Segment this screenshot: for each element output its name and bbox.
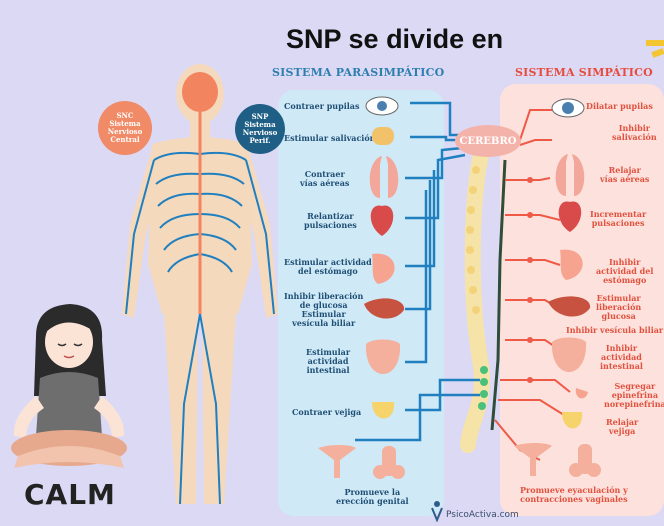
para-function-label: Relantizar pulsaciones xyxy=(304,212,357,230)
eye-icon xyxy=(377,101,387,111)
intestine-icon xyxy=(366,340,400,375)
salivary-gland-icon xyxy=(372,127,394,145)
sym-function-label: Inhibir actividad intestinal xyxy=(600,344,643,371)
heart-icon xyxy=(371,206,394,236)
sym-function-label: Relajar vías aéreas xyxy=(600,166,649,184)
lungs-icon xyxy=(556,154,585,196)
sym-function-label: Incrementar pulsaciones xyxy=(590,210,646,228)
bladder-icon xyxy=(372,402,394,419)
sym-function-label: Inhibir actividad del estómago xyxy=(596,258,653,285)
snp-badge: SNP Sistema Nervioso Perif. xyxy=(235,104,285,154)
meditating-child-illustration xyxy=(6,296,152,480)
liver-icon xyxy=(364,298,404,318)
sym-function-label: Inhibir salivación xyxy=(612,124,657,142)
intestine-icon xyxy=(552,338,586,373)
heart-icon xyxy=(559,202,582,232)
para-function-label: Estimular actividad intestinal xyxy=(306,348,350,375)
sym-function-label: Promueve eyaculación y contracciones vag… xyxy=(520,486,628,504)
eye-icon xyxy=(562,102,574,114)
para-organ-icons xyxy=(360,94,408,494)
para-genitals-icon xyxy=(310,442,420,484)
sym-genitals-icon xyxy=(506,440,616,482)
liver-icon xyxy=(548,296,590,316)
para-function-label: Inhibir liberación de glucosa Estimular … xyxy=(284,292,363,328)
para-function-label: Contraer vejiga xyxy=(292,408,361,417)
sym-function-label: Segregar epinefrina norepinefrina xyxy=(604,382,664,409)
adrenal-icon xyxy=(576,388,588,398)
psicoactiva-logo-icon xyxy=(430,500,444,522)
sym-function-label: Dilatar pupilas xyxy=(586,102,653,111)
para-function-label: Contraer vías aéreas xyxy=(300,170,349,188)
sun-icon xyxy=(640,20,664,80)
credit-text: PsicoActiva.com xyxy=(446,510,519,520)
para-function-label: Contraer pupilas xyxy=(284,102,359,111)
cerebro-label: CEREBRO xyxy=(455,125,521,157)
sym-organ-icons xyxy=(546,94,596,484)
stomach-icon xyxy=(372,254,395,284)
sym-function-label: Relajar vejiga xyxy=(606,418,638,436)
calm-label: CALM xyxy=(24,478,116,511)
sym-function-label: Estimular liberación glucosa xyxy=(596,294,641,321)
stomach-icon xyxy=(560,250,583,280)
bladder-icon xyxy=(562,412,582,429)
snc-badge: SNC Sistema Nervioso Central xyxy=(98,101,152,155)
para-function-label: Estimular actividad del estómago xyxy=(284,258,372,276)
lungs-icon xyxy=(370,156,399,198)
